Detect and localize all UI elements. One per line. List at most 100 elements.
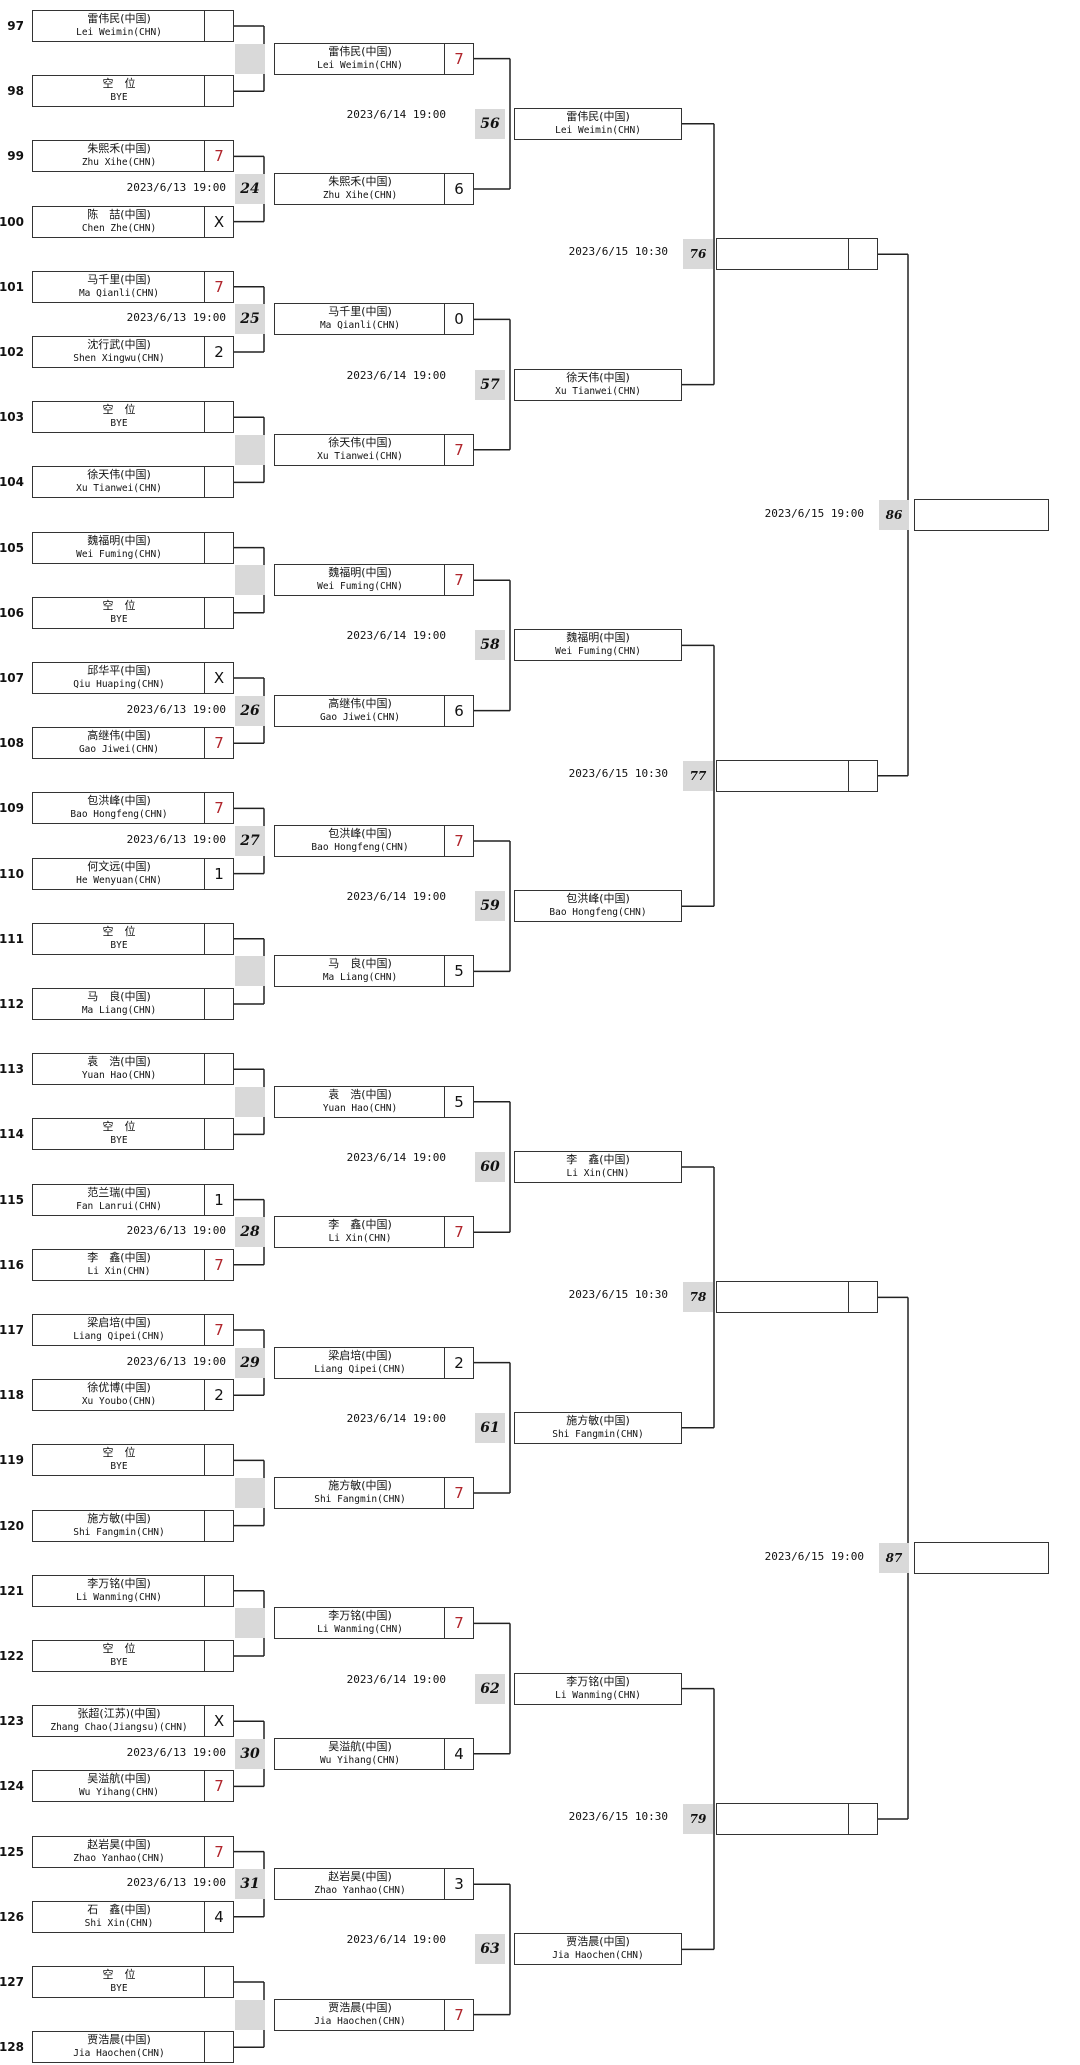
player-name: 袁 浩(中国)Yuan Hao(CHN) — [275, 1087, 445, 1117]
player-name: 朱熙禾(中国)Zhu Xihe(CHN) — [275, 174, 445, 204]
player-slot: 徐天伟(中国)Xu Tianwei(CHN)7 — [274, 433, 474, 466]
bye-marker — [235, 43, 265, 74]
player-name-cn: 赵岩昊(中国) — [87, 1837, 151, 1851]
player-slot: 马 良(中国)Ma Liang(CHN)5 — [274, 955, 474, 988]
score-box: 7 — [444, 565, 473, 596]
player-slot: 施方敏(中国)Shi Fangmin(CHN) — [514, 1411, 682, 1444]
player-slot: 何文远(中国)He Wenyuan(CHN)1 — [32, 857, 234, 890]
player-name-en: BYE — [110, 92, 128, 104]
seed-number: 100 — [0, 214, 24, 229]
match-date: 2023/6/15 19:00 — [764, 1550, 864, 1564]
player-name-en: Wu Yihang(CHN) — [78, 1787, 160, 1799]
player-name: 张超(江苏)(中国)Zhang Chao(Jiangsu)(CHN) — [33, 1706, 205, 1736]
score-box: 5 — [444, 956, 473, 987]
match-date: 2023/6/13 19:00 — [126, 1876, 226, 1890]
match-date: 2023/6/13 19:00 — [126, 702, 226, 716]
player-name-cn: 贾浩晨(中国) — [328, 2000, 392, 2014]
seed-number: 121 — [0, 1583, 24, 1598]
player-slot: 梁启培(中国)Liang Qipei(CHN)2 — [274, 1346, 474, 1379]
score-box — [204, 467, 233, 498]
player-slot — [914, 499, 1049, 531]
player-slot: 袁 浩(中国)Yuan Hao(CHN) — [32, 1053, 234, 1086]
player-name-cn: 雷伟民(中国) — [566, 109, 630, 123]
player-name-cn: 马千里(中国) — [87, 272, 151, 286]
seed-number: 105 — [0, 540, 24, 555]
match-number: 26 — [235, 695, 265, 726]
player-slot: 马 良(中国)Ma Liang(CHN) — [32, 988, 234, 1020]
score-box: 5 — [444, 1086, 473, 1117]
score-box: 7 — [204, 728, 233, 759]
score-box — [204, 1510, 233, 1541]
player-name-en: Yuan Hao(CHN) — [322, 1102, 398, 1114]
match-number: 56 — [475, 108, 505, 139]
player-name-cn: 马千里(中国) — [328, 305, 392, 319]
player-name-cn: 魏福明(中国) — [87, 533, 151, 547]
player-name-en: Bao Hongfeng(CHN) — [311, 842, 409, 853]
player-name: 赵岩昊(中国)Zhao Yanhao(CHN) — [33, 1837, 205, 1867]
player-name-en: Wu Yihang(CHN) — [319, 1754, 401, 1766]
player-name-en: Fan Lanrui(CHN) — [76, 1200, 162, 1212]
seed-number: 111 — [0, 931, 24, 946]
player-name: 何文远(中国)He Wenyuan(CHN) — [33, 859, 205, 889]
seed-number: 102 — [0, 345, 24, 359]
player-name: 吴溢航(中国)Wu Yihang(CHN) — [33, 1771, 205, 1801]
player-slot: 魏福明(中国)Wei Fuming(CHN) — [32, 531, 234, 564]
player-name-en: Shi Xin(CHN) — [84, 1917, 154, 1929]
score-box: 7 — [444, 826, 473, 856]
player-name-cn: 空 位 — [102, 403, 136, 417]
score-box — [204, 2032, 233, 2063]
player-name-cn: 徐天伟(中国) — [87, 468, 151, 482]
score-box: 6 — [444, 695, 473, 726]
player-slot: 邱华平(中国)Qiu Huaping(CHN)X — [32, 662, 234, 694]
player-slot: 沈行武(中国)Shen Xingwu(CHN)2 — [32, 336, 234, 368]
match-number: 25 — [235, 304, 265, 335]
player-name-cn: 空 位 — [102, 77, 136, 91]
player-name-en: Wei Fuming(CHN) — [76, 548, 162, 560]
player-name-en: Lei Weimin(CHN) — [317, 59, 403, 71]
player-name-en: Lei Weimin(CHN) — [555, 124, 641, 136]
player-slot: 包洪峰(中国)Bao Hongfeng(CHN) — [514, 890, 682, 923]
score-box: X — [204, 206, 233, 237]
player-name: 李 鑫(中国)Li Xin(CHN) — [33, 1250, 205, 1280]
player-name-en: Li Wanming(CHN) — [317, 1624, 403, 1636]
player-name: 马千里(中国)Ma Qianli(CHN) — [33, 272, 205, 302]
player-name-cn: 沈行武(中国) — [87, 338, 151, 351]
player-name-cn: 空 位 — [102, 1120, 136, 1134]
score-box — [204, 923, 233, 954]
player-slot: 范兰瑞(中国)Fan Lanrui(CHN)1 — [32, 1183, 234, 1216]
player-name-cn: 魏福明(中国) — [328, 566, 392, 580]
player-slot: 石 鑫(中国)Shi Xin(CHN)4 — [32, 1900, 234, 1933]
player-name-en: Gao Jiwei(CHN) — [319, 711, 401, 723]
score-box — [204, 1054, 233, 1085]
player-name-en: Lei Weimin(CHN) — [76, 27, 162, 38]
player-name: 陈 喆(中国)Chen Zhe(CHN) — [33, 207, 205, 237]
score-box: 7 — [204, 1315, 233, 1345]
match-number: 87 — [879, 1543, 909, 1574]
player-name-cn: 徐优博(中国) — [87, 1381, 151, 1395]
player-name: 李万铭(中国)Li Wanming(CHN) — [515, 1674, 681, 1704]
match-number: 60 — [475, 1152, 505, 1182]
player-name-en: Chen Zhe(CHN) — [81, 222, 157, 234]
player-name-en: Li Xin(CHN) — [566, 1168, 630, 1179]
score-box — [204, 1641, 233, 1671]
player-name-en: BYE — [110, 418, 128, 430]
player-name-cn: 何文远(中国) — [87, 859, 151, 873]
match-date: 2023/6/13 19:00 — [126, 1745, 226, 1759]
score-box: X — [204, 663, 233, 693]
player-name-cn: 空 位 — [102, 1968, 136, 1981]
seed-number: 122 — [0, 1649, 24, 1663]
player-slot: 李 鑫(中国)Li Xin(CHN)7 — [32, 1248, 234, 1281]
seed-number: 109 — [0, 801, 24, 816]
score-box: 2 — [204, 337, 233, 367]
player-name-en: BYE — [110, 939, 128, 951]
player-name-cn: 施方敏(中国) — [328, 1479, 392, 1492]
player-name: 贾浩晨(中国)Jia Haochen(CHN) — [33, 2032, 205, 2062]
player-name: 包洪峰(中国)Bao Hongfeng(CHN) — [515, 891, 681, 921]
match-date: 2023/6/14 19:00 — [346, 629, 446, 643]
player-name: 施方敏(中国)Shi Fangmin(CHN) — [275, 1478, 445, 1508]
score-box — [204, 11, 233, 41]
